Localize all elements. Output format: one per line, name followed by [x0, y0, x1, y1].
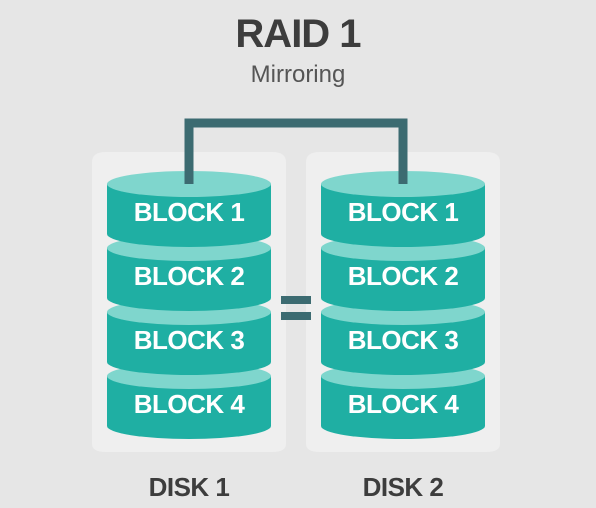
disk-2: BLOCK 4 BLOCK 3 BLOCK 2 BLOCK 1 DISK 2 — [306, 152, 500, 502]
block-body — [107, 248, 271, 311]
block-body — [107, 184, 271, 247]
block-body — [321, 376, 485, 439]
disk-label: DISK 2 — [363, 472, 444, 502]
block-label: BLOCK 1 — [348, 197, 459, 227]
disk-label: DISK 1 — [149, 472, 230, 502]
block-label: BLOCK 4 — [348, 389, 460, 419]
block-body — [107, 376, 271, 439]
disk-1: BLOCK 4 BLOCK 3 BLOCK 2 BLOCK 1 DISK 1 — [92, 152, 286, 502]
block-label: BLOCK 2 — [348, 261, 459, 291]
block-label: BLOCK 1 — [134, 197, 245, 227]
page-title: RAID 1 — [235, 12, 361, 56]
block-body — [107, 312, 271, 375]
block-label: BLOCK 3 — [348, 325, 459, 355]
block-body — [321, 184, 485, 247]
block-label: BLOCK 3 — [134, 325, 245, 355]
block-label: BLOCK 4 — [134, 389, 246, 419]
block-body — [321, 248, 485, 311]
block-body — [321, 312, 485, 375]
page-subtitle: Mirroring — [250, 61, 346, 88]
block-2: BLOCK 2 — [107, 235, 271, 311]
block-label: BLOCK 2 — [134, 261, 245, 291]
equals-sign: = — [281, 296, 311, 320]
